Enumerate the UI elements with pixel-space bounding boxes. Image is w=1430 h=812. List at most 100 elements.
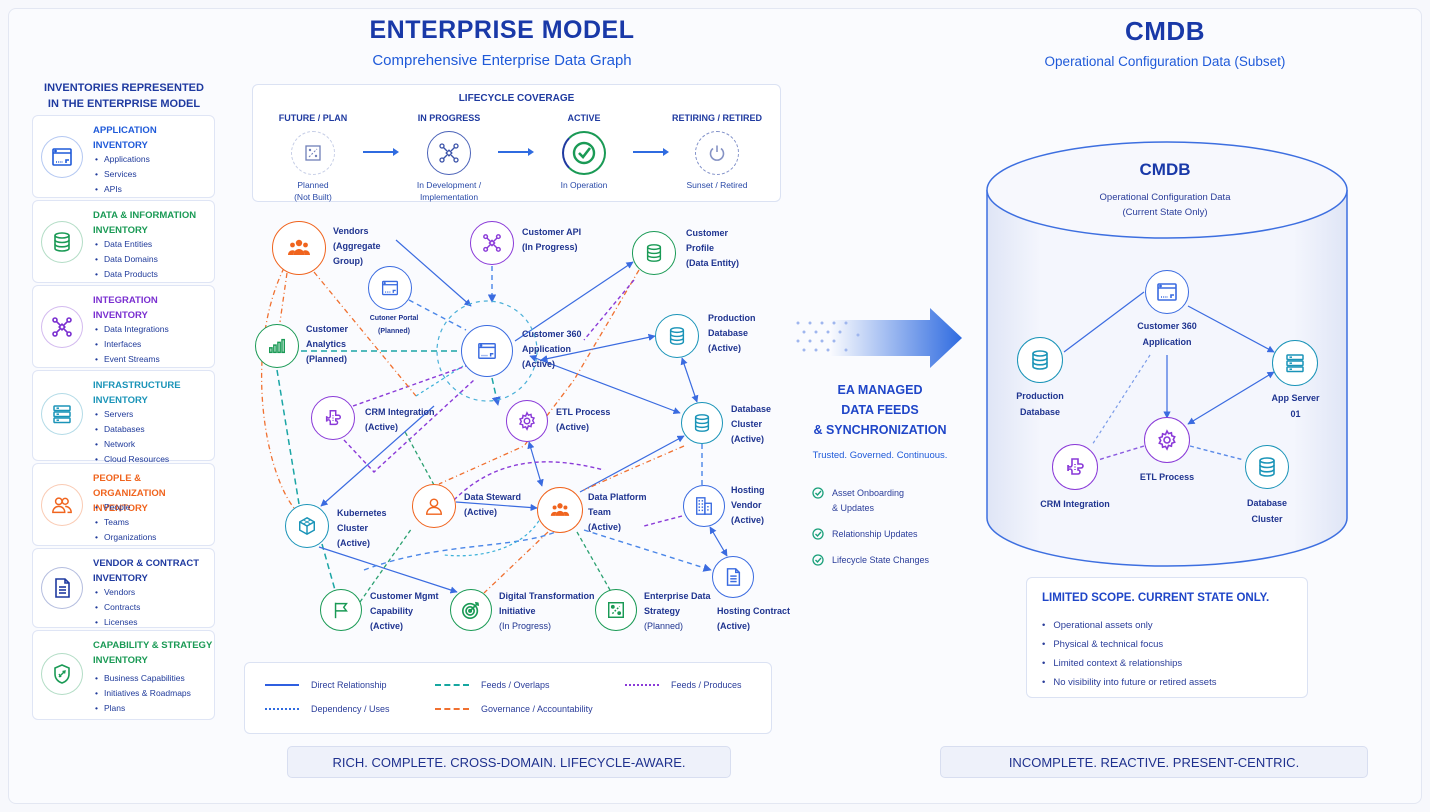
stage-name: FUTURE / PLAN	[278, 113, 348, 123]
node-label-line: Strategy	[644, 606, 681, 616]
database-icon	[1029, 349, 1051, 371]
node-label-line: (Active)	[365, 422, 399, 432]
node-label-line: Data Steward	[464, 492, 522, 502]
cmdb-node[interactable]	[1145, 270, 1189, 314]
inventory-title-line1: INFRASTRUCTURE	[93, 380, 181, 391]
graph-node-capability[interactable]	[320, 589, 362, 631]
graph-node-proddb[interactable]	[655, 314, 699, 358]
graph-edge-solid	[579, 435, 685, 493]
graph-node-vendors[interactable]	[272, 221, 326, 275]
graph-edge-blue	[363, 527, 565, 571]
graph-edge-cyan	[491, 377, 501, 406]
people-outline-icon	[41, 484, 83, 526]
lifecycle-title: LIFECYCLE COVERAGE	[458, 93, 575, 104]
node-label-line: Customer Mgmt	[370, 591, 439, 601]
node-label-line: Application	[522, 344, 571, 354]
people-icon	[550, 500, 570, 520]
inventory-title-line2: INVENTORY	[93, 395, 148, 406]
database-icon	[41, 221, 83, 263]
stage-desc: Planned	[297, 180, 329, 190]
inventory-card: INFRASTRUCTUREINVENTORYServersDatabasesN…	[32, 370, 215, 464]
node-label-line: Vendor	[731, 500, 762, 510]
integration-hub-icon	[482, 233, 502, 253]
graph-node-hostvendor[interactable]	[683, 485, 725, 527]
graph-edge-purple	[643, 515, 683, 527]
legend-label: Dependency / Uses	[311, 704, 390, 714]
node-label-line: CRM Integration	[365, 407, 435, 417]
graph-node-hostcontract[interactable]	[712, 556, 754, 598]
limited-scope-item: Operational assets only	[1042, 616, 1216, 635]
node-label-line: (Active)	[731, 515, 765, 525]
inventory-item: Vendors	[93, 585, 140, 600]
legend-dependency-uses: Dependency / Uses	[265, 704, 390, 714]
graph-edge-solid	[514, 261, 634, 342]
cmdb-node[interactable]	[1144, 417, 1190, 463]
cmdb-node[interactable]	[1017, 337, 1063, 383]
node-label-line: Kubernetes	[337, 508, 387, 518]
node-label-line: Data Platform	[588, 492, 647, 502]
legend-label: Feeds / Produces	[671, 680, 742, 690]
node-label-line: Production	[708, 313, 756, 323]
application-window-icon	[41, 136, 83, 178]
node-label-line: Database	[731, 404, 772, 414]
inventory-title-line1: APPLICATION	[93, 125, 157, 136]
graph-node-c360[interactable]	[461, 325, 513, 377]
inventory-item: Data Products	[93, 267, 158, 282]
cmdb-node[interactable]	[1272, 340, 1318, 386]
graph-node-label: Hosting Contract(Active)	[717, 604, 790, 634]
limited-scope-item: No visibility into future or retired ass…	[1042, 673, 1216, 692]
graph-node-dbcluster[interactable]	[681, 402, 723, 444]
check-label: Lifecycle State Changes	[832, 555, 930, 565]
inventory-card: VENDOR & CONTRACTINVENTORYVendorsContrac…	[32, 548, 215, 628]
puzzle-icon	[1064, 456, 1086, 478]
inventory-items: PeopleTeamsOrganizations	[93, 500, 156, 545]
inventory-item: Databases	[93, 422, 169, 437]
graph-node-dti[interactable]	[450, 589, 492, 631]
cmdb-label-line: ETL Process	[1139, 472, 1195, 482]
cmdb-edge	[1189, 445, 1245, 461]
node-label-line: Customer	[306, 324, 349, 334]
graph-node-steward[interactable]	[412, 484, 456, 528]
lifecycle-arrow	[363, 148, 399, 156]
customer-360-halo	[436, 300, 538, 402]
cmdb-node[interactable]	[1245, 445, 1289, 489]
graph-node-k8s[interactable]	[285, 504, 329, 548]
person-icon	[424, 496, 444, 516]
flag-icon	[331, 600, 351, 620]
graph-node-portal[interactable]	[368, 266, 412, 310]
lifecycle-stage-retired: RETIRING / RETIRED Sunset / Retired	[662, 113, 772, 191]
lifecycle-stage-in-progress: IN PROGRESS In Development / Implementat…	[394, 113, 504, 203]
check-circle-icon	[812, 528, 824, 540]
inventory-card: INTEGRATIONINVENTORYData IntegrationsInt…	[32, 285, 215, 368]
inventory-title-line2: INVENTORY	[93, 655, 148, 666]
inventory-title-line1: VENDOR & CONTRACT	[93, 558, 200, 569]
node-label-line: (Active)	[708, 343, 742, 353]
cmdb-node[interactable]	[1052, 444, 1098, 490]
inventory-item: Licenses	[93, 615, 140, 630]
graph-node-etl[interactable]	[506, 400, 548, 442]
node-label-line: Hosting Contract	[717, 606, 790, 616]
graph-node-dpteam[interactable]	[537, 487, 583, 533]
node-label-line: (Active)	[556, 422, 590, 432]
shield-icon	[41, 653, 83, 695]
graph-node-profile[interactable]	[632, 231, 676, 275]
server-rack-icon	[41, 393, 83, 435]
graph-node-label: Data Steward(Active)	[464, 490, 521, 520]
node-label-line: (Aggregate	[333, 241, 381, 251]
graph-edge-ltcyan	[415, 365, 464, 397]
sidebar-heading-line1: INVENTORIES REPRESENTED	[44, 82, 204, 94]
check-label: Relationship Updates	[832, 529, 918, 539]
graph-node-eds[interactable]	[595, 589, 637, 631]
graph-node-crm[interactable]	[311, 396, 355, 440]
power-icon	[695, 131, 739, 175]
graph-node-analytics[interactable]	[255, 324, 299, 368]
graph-node-api[interactable]	[470, 221, 514, 265]
inventory-item: Plans	[93, 701, 191, 716]
